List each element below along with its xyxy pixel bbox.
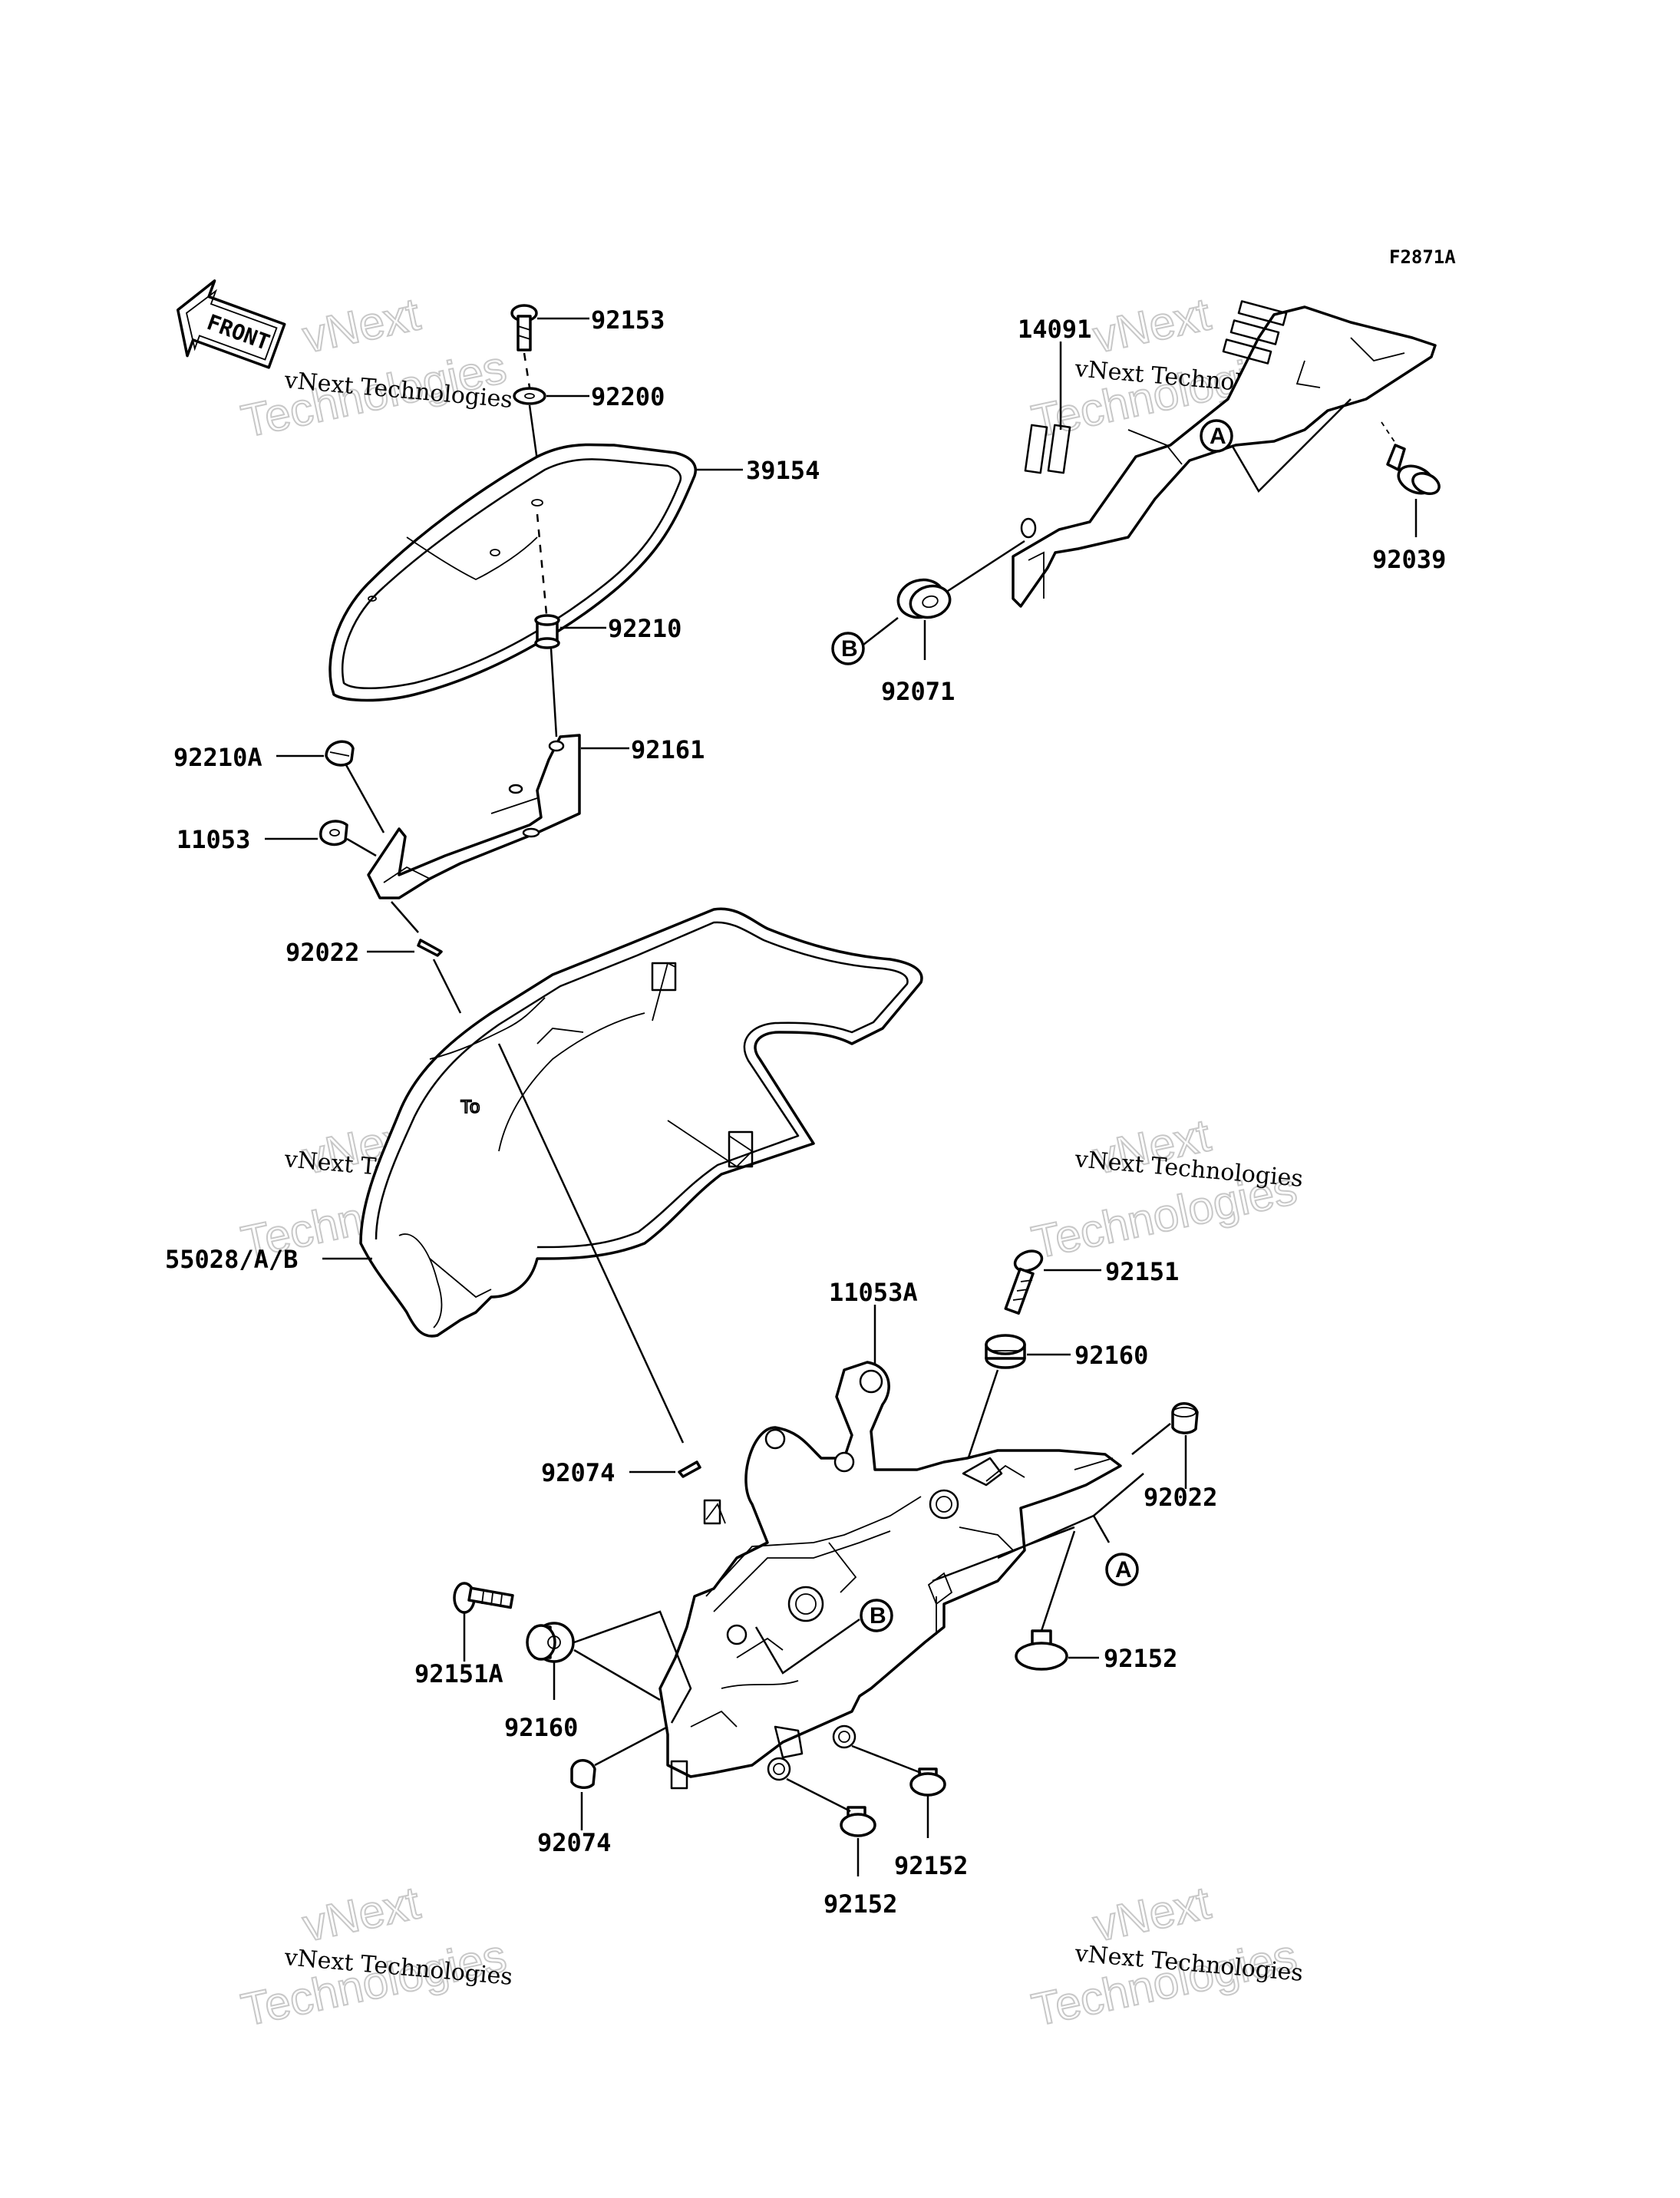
bolt-92151 (1004, 1249, 1044, 1315)
watermark-4: vNext Technologies vNext Technologies (1027, 1108, 1304, 1269)
part-label-92160-lower: 92160 (504, 1713, 578, 1742)
nut-92074-right (1171, 1402, 1199, 1434)
clip-92022-upper (417, 939, 443, 957)
svg-text:A: A (1115, 1557, 1132, 1582)
bracket-11053A (658, 1361, 1122, 1790)
damper-92071 (896, 578, 952, 619)
screw-92153 (510, 304, 538, 351)
part-label-92152-low: 92152 (823, 1889, 897, 1919)
part-label-11053A: 11053A (829, 1278, 918, 1307)
svg-text:vNext: vNext (1089, 288, 1215, 362)
svg-text:A: A (1210, 424, 1226, 449)
inner-panel-14091 (1012, 300, 1437, 608)
ref-circle-b-bottom: B (860, 1599, 893, 1632)
part-label-92153: 92153 (591, 305, 665, 335)
grommet-92160-upper (985, 1334, 1026, 1369)
grommet-92210 (534, 614, 560, 649)
fastener-92152-right (1015, 1629, 1068, 1671)
part-label-92152-right: 92152 (1104, 1644, 1177, 1673)
bracket-11053 (367, 734, 581, 899)
svg-text:vNext: vNext (299, 1876, 424, 1951)
washer-92200 (513, 387, 546, 405)
watermark-5: vNext Technologies vNext Technologies (236, 1876, 513, 2036)
part-label-92152-mid: 92152 (894, 1851, 968, 1880)
part-label-92022-upper: 92022 (286, 938, 359, 967)
nut-92210A (325, 740, 355, 767)
svg-text:vNext: vNext (299, 288, 424, 362)
part-label-11053: 92161 (631, 735, 705, 764)
clip-92161 (319, 820, 348, 847)
part-label-92151A: 92151A (414, 1659, 503, 1688)
part-label-14091: 14091 (1018, 315, 1091, 344)
part-label-92200: 92200 (591, 382, 665, 411)
svg-text:vNext: vNext (1089, 1876, 1215, 1951)
ref-circle-b-top: B (831, 632, 865, 665)
ref-circle-a-top: A (1200, 419, 1233, 453)
part-label-92151: 92151 (1105, 1257, 1179, 1286)
svg-text:To: To (460, 1097, 480, 1117)
part-label-92071: 92071 (881, 677, 955, 706)
fastener-92152-low (767, 1757, 876, 1837)
clip-92022-lower (678, 1460, 701, 1478)
svg-text:B: B (870, 1603, 886, 1629)
figure-code: F2871A (1389, 246, 1456, 268)
ref-circle-a-bottom: A (1105, 1553, 1139, 1586)
part-label-92074-right: 92022 (1144, 1483, 1217, 1512)
front-direction-arrow: FRONT (176, 279, 286, 369)
part-label-92210: 92210 (608, 614, 682, 643)
windshield-39154 (328, 443, 697, 702)
fastener-92152-mid (832, 1724, 946, 1797)
part-label-92022-lower: 92074 (541, 1458, 615, 1487)
bolt-92151A (453, 1582, 514, 1614)
watermark-1: vNext Technologies vNext Technologies (236, 287, 513, 447)
grommet-92160-lower (526, 1622, 575, 1663)
part-label-92074-left: 92074 (537, 1828, 611, 1857)
part-label-55028: 55028/A/B (165, 1245, 298, 1274)
watermark-6: vNext Technologies vNext Technologies (1027, 1876, 1304, 2036)
svg-text:B: B (841, 636, 858, 662)
part-label-92210A: 92210A (173, 743, 262, 772)
nut-92074-left (570, 1759, 596, 1789)
upper-cowl-55028: To (359, 907, 923, 1338)
part-label-92039: 92039 (1372, 545, 1446, 574)
part-label-39154: 39154 (746, 456, 820, 485)
rivet-92039 (1381, 421, 1441, 496)
part-label-92160-upper: 92160 (1074, 1341, 1148, 1370)
part-label-92161: 11053 (177, 825, 250, 854)
